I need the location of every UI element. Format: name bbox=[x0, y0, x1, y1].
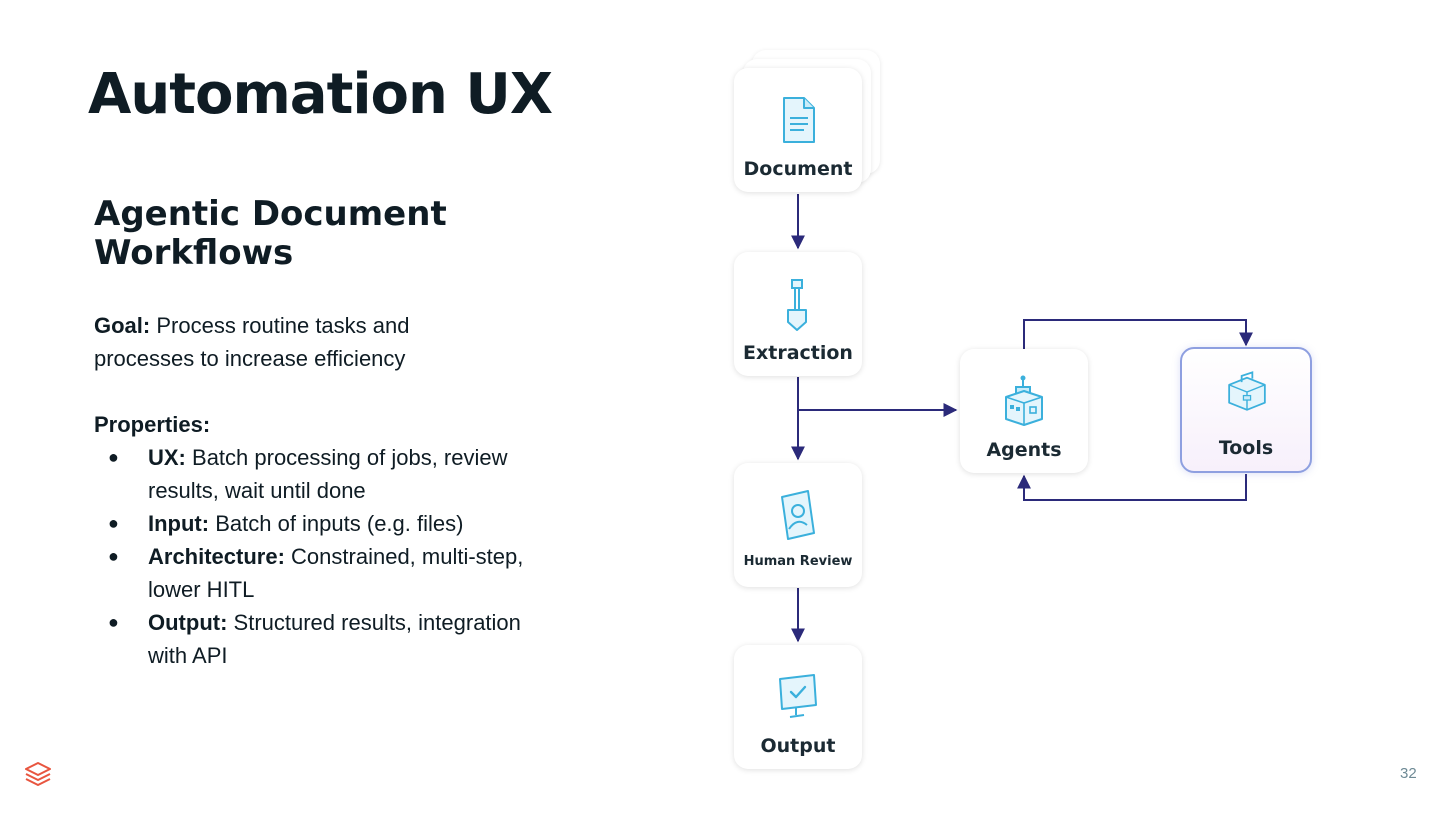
node-label: Tools bbox=[1218, 437, 1274, 459]
list-item: ●Input: Batch of inputs (e.g. files) bbox=[108, 511, 464, 536]
list-item: ●Output: Structured results, integration… bbox=[108, 610, 521, 668]
node-label: Document bbox=[743, 158, 853, 180]
tools-node: Tools bbox=[1180, 347, 1312, 473]
property-text: Structured results, integration with API bbox=[148, 610, 521, 668]
extraction-node: Extraction bbox=[734, 252, 862, 376]
property-label: Architecture: bbox=[148, 544, 285, 569]
node-label: Human Review bbox=[743, 554, 853, 569]
property-label: Input: bbox=[148, 511, 210, 536]
monitor-check-icon bbox=[779, 674, 817, 718]
document-node: Document bbox=[734, 68, 862, 192]
shovel-icon bbox=[787, 279, 807, 331]
node-label: Output bbox=[760, 735, 836, 757]
edge-tools-agents bbox=[1017, 474, 1247, 501]
human-review-node: Human Review bbox=[734, 463, 862, 587]
edge-agents-tools bbox=[1023, 319, 1253, 349]
list-item: ●Architecture: Constrained, multi-step, … bbox=[108, 544, 524, 602]
property-text: Constrained, multi-step, lower HITL bbox=[148, 544, 524, 602]
person-card-icon bbox=[781, 490, 815, 540]
document-icon bbox=[783, 97, 815, 143]
page-title: Automation UX bbox=[88, 62, 553, 127]
property-label: UX: bbox=[148, 445, 186, 470]
goal-paragraph: Goal: Process routine tasks and processe… bbox=[94, 309, 514, 375]
output-node: Output bbox=[734, 645, 862, 769]
goal-label: Goal: bbox=[94, 313, 151, 338]
node-label: Extraction bbox=[743, 342, 853, 364]
node-label: Agents bbox=[986, 439, 1062, 461]
section-subtitle: Agentic Document Workflows bbox=[94, 194, 447, 273]
goal-text: Process routine tasks and processes to i… bbox=[94, 313, 410, 371]
property-label: Output: bbox=[148, 610, 228, 635]
robot-building-icon bbox=[1005, 375, 1043, 426]
properties-heading: Properties: bbox=[94, 412, 211, 437]
toolbox-icon bbox=[1228, 371, 1266, 411]
agents-node: Agents bbox=[960, 349, 1088, 473]
properties-list: ●UX: Batch processing of jobs, review re… bbox=[108, 441, 528, 672]
property-text: Batch of inputs (e.g. files) bbox=[215, 511, 464, 536]
property-text: Batch processing of jobs, review results… bbox=[148, 445, 508, 503]
page-number: 32 bbox=[1400, 765, 1417, 782]
list-item: ●UX: Batch processing of jobs, review re… bbox=[108, 445, 508, 503]
stacked-layers-logo bbox=[25, 762, 51, 786]
